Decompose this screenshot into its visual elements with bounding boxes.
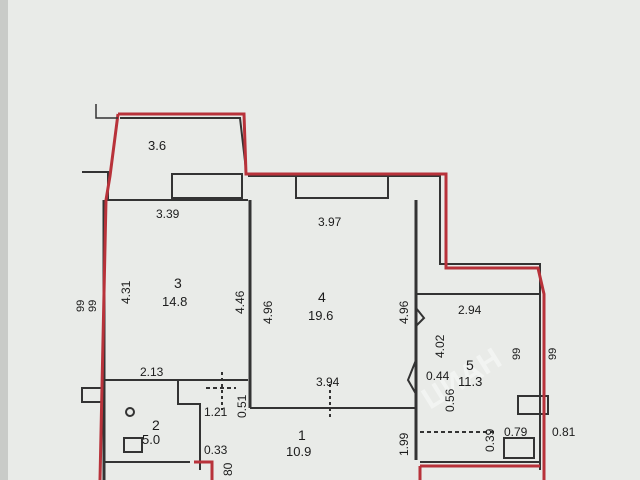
dim-1-21: 1.21 (204, 405, 228, 419)
door-swing-room5 (406, 359, 417, 395)
dim-0-56: 0.56 (443, 388, 457, 412)
dim-3-39: 3.39 (156, 207, 180, 221)
dim-0-44: 0.44 (426, 369, 450, 383)
bathroom-wall (177, 380, 201, 470)
balcony-area: 3.6 (148, 138, 166, 153)
dim-2-13: 2.13 (140, 365, 164, 379)
dim-0-81: 0.81 (552, 425, 576, 439)
dim-4-31: 4.31 (119, 280, 133, 304)
door-swing-room4 (415, 307, 426, 327)
fixture-sink (123, 437, 143, 453)
window-top-left (171, 173, 243, 199)
fixture-box (503, 437, 535, 459)
paper-sheet (8, 0, 640, 480)
dim-1-99: 1.99 (397, 432, 411, 456)
room-4-area: 19.6 (308, 308, 333, 323)
apartment-outline-left (98, 113, 120, 480)
dim-0-39: 0.39 (483, 428, 497, 452)
side-mark-left-top: 99 (75, 300, 87, 312)
apartment-outline-bottom (194, 460, 540, 480)
dim-3-94: 3.94 (316, 375, 340, 389)
room-4-number: 4 (318, 289, 326, 305)
paper-shadow (0, 0, 8, 480)
dim-2-94: 2.94 (458, 303, 482, 317)
dim-0-33: 0.33 (204, 443, 228, 457)
dim-4-46: 4.46 (233, 290, 247, 314)
dim-3-97: 3.97 (318, 215, 342, 229)
room-3-number: 3 (174, 275, 182, 291)
dim-80: 80 (221, 462, 235, 476)
room-1-number: 1 (298, 427, 306, 443)
side-mark-left-mid: 99 (87, 300, 99, 312)
door-right (517, 395, 549, 415)
window-top-right (295, 175, 389, 199)
side-mark-right-b: 99 (547, 348, 559, 360)
dim-0-79: 0.79 (504, 425, 528, 439)
fixture-toilet (125, 407, 135, 417)
room-5-number: 5 (466, 357, 474, 373)
room-1-area: 10.9 (286, 444, 311, 459)
room-5-area: 11.3 (458, 374, 482, 389)
room-3-area: 14.8 (162, 294, 187, 309)
apartment-outline-top-right (118, 112, 546, 480)
side-mark-right-a: 99 (511, 348, 523, 360)
dim-0-51: 0.51 (235, 394, 249, 418)
dim-4-96-right: 4.96 (397, 300, 411, 324)
dim-4-02: 4.02 (433, 334, 447, 358)
dim-4-96-left: 4.96 (261, 300, 275, 324)
balcony-corner-mark (95, 104, 118, 119)
room-2-area: 5.0 (142, 432, 160, 447)
room-2-number: 2 (152, 417, 160, 433)
